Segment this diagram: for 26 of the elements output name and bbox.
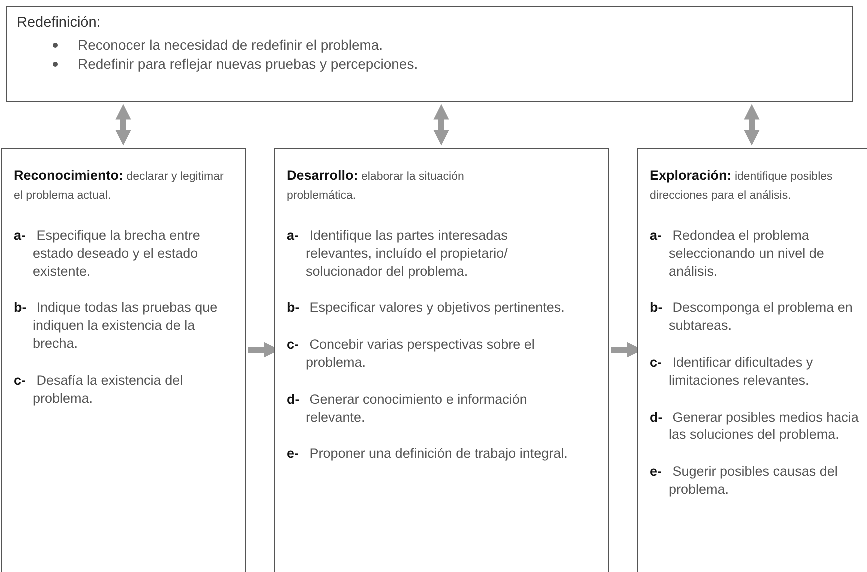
- arrow: [744, 104, 760, 146]
- stage-box: [1, 148, 246, 572]
- list-item: e- Proponer una definición de trabajo integral.: [287, 445, 569, 464]
- list-item: c- Identificar dificultades y limitaciones relevantes.: [650, 354, 814, 390]
- list-item: c- Desafía la existencia del problema.: [14, 372, 184, 408]
- list-item: b- Descomponga el problema en subtareas.: [650, 299, 854, 336]
- bullet-text: Redefinir para reflejar nuevas pruebas y percepciones.: [78, 56, 418, 72]
- arrow: [116, 104, 132, 146]
- stage-box: [274, 148, 609, 572]
- list-item: c- Concebir varias perspectivas sobre el problema.: [287, 336, 536, 372]
- list-item: a- Redondea el problema seleccionando un nivel de análisis.: [650, 226, 826, 280]
- list-item: d- Generar posibles medios hacia las soluciones del problema.: [650, 408, 860, 444]
- box-heading: Redefinición:: [17, 15, 102, 31]
- list-item: e- Sugerir posibles causas del problema.: [650, 463, 839, 499]
- list-item: b- Especificar valores y objetivos pertinentes.: [287, 299, 566, 318]
- stage-box: [637, 148, 867, 572]
- bullet-text: Reconocer la necesidad de redefinir el problema.: [78, 37, 384, 53]
- redefinition-box: [6, 6, 853, 102]
- stage-heading: Exploración: identifique posibles direcciones para el análisis.: [650, 167, 834, 204]
- stage-heading: Reconocimiento: declarar y legitimar el problema actual.: [14, 167, 225, 204]
- list-item: a- Identifique las partes interesadas relevantes, incluído el propietario/ solucionador del problema.: [287, 226, 509, 280]
- list-item: d- Generar conocimiento e información relevante.: [287, 390, 528, 426]
- list-item: b- Indique todas las pruebas que indiquen la existencia de la brecha.: [14, 299, 219, 353]
- list-item: a- Especifique la brecha entre estado deseado y el estado existente.: [14, 226, 202, 280]
- stage-heading: Desarrollo: elaborar la situación problemática.: [287, 167, 466, 204]
- arrow: [434, 104, 450, 146]
